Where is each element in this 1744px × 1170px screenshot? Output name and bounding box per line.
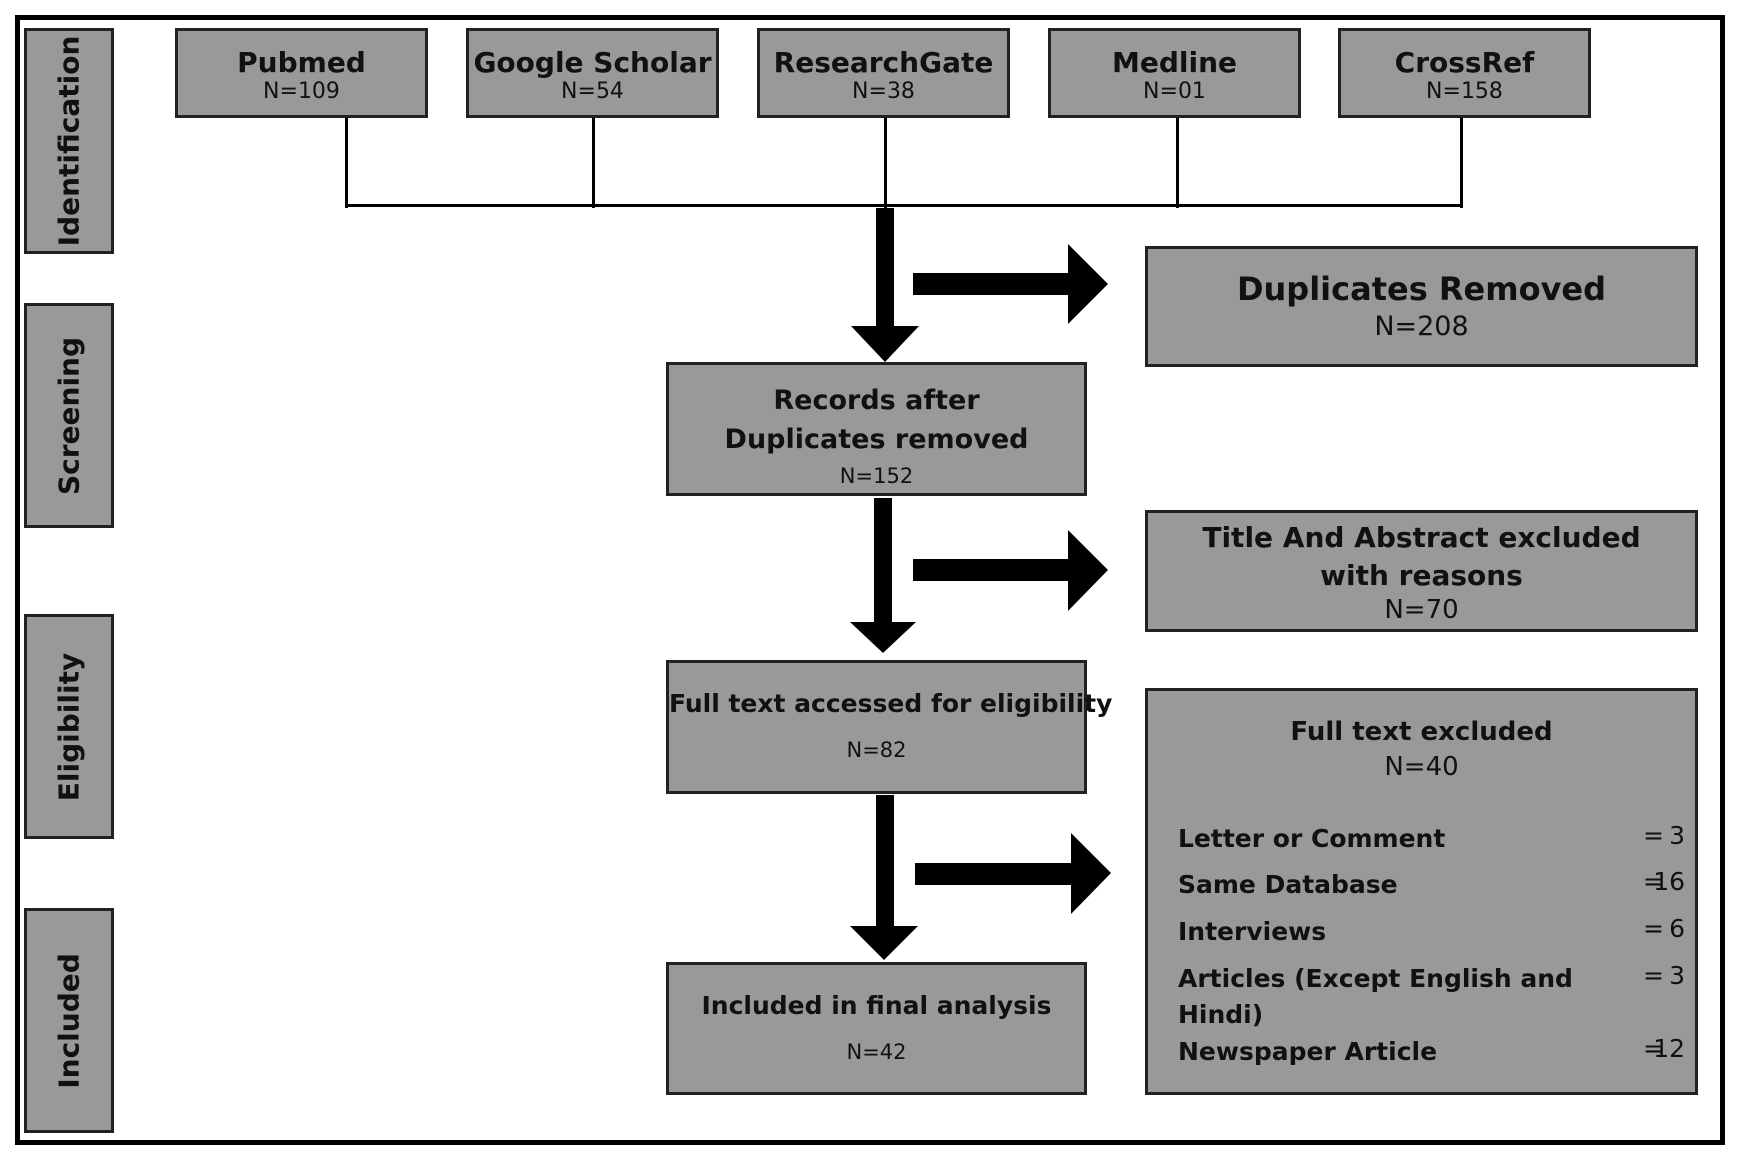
source-count: N=38 [852, 79, 915, 104]
full-text-accessed-box: Full text accessed for eligibility N=82 [666, 660, 1113, 794]
full-text-accessed-title: Full text accessed for eligibility [669, 689, 1113, 718]
exclusion-reason-label: Same Database [1178, 870, 1398, 899]
title-abstract-excluded-box: Title And Abstract excluded with reasons… [1145, 510, 1698, 632]
source-name: Pubmed [237, 46, 366, 79]
records-after-duplicates-count: N=152 [839, 464, 914, 488]
connector-medline [1176, 118, 1179, 208]
exclusion-reason-label: Interviews [1178, 917, 1327, 946]
duplicates-removed-title: Duplicates Removed [1236, 270, 1607, 308]
source-box-medline: Medline N=01 [1048, 28, 1301, 118]
exclusion-reason-value: 16 [1653, 867, 1685, 896]
right-arrow-2 [913, 530, 1108, 611]
full-text-excluded-title: Full text excluded [1290, 717, 1553, 747]
source-name: Medline [1111, 46, 1237, 79]
duplicates-removed-box: Duplicates Removed N=208 [1145, 246, 1698, 367]
stage-eligibility: Eligibility [24, 614, 114, 839]
stage-included: Included [24, 908, 114, 1133]
included-final-box: Included in final analysis N=42 [666, 962, 1087, 1095]
diagram-frame [15, 15, 1725, 1145]
records-after-duplicates-box: Records after Duplicates removed N=152 [666, 362, 1087, 496]
exclusion-reason-value: 12 [1653, 1034, 1685, 1063]
exclusion-reason-equals: = [1643, 961, 1664, 990]
exclusion-reason-value: 6 [1669, 914, 1685, 943]
stage-screening: Screening [24, 303, 114, 528]
source-box-pubmed: Pubmed N=109 [175, 28, 428, 118]
records-after-duplicates-title: Records after Duplicates removed [724, 385, 1029, 455]
source-count: N=109 [263, 79, 340, 104]
title-abstract-excluded-count: N=70 [1384, 595, 1459, 625]
full-text-accessed-count: N=82 [846, 738, 907, 762]
down-arrow-2 [850, 498, 916, 653]
exclusion-reason-equals: = [1643, 867, 1664, 896]
right-arrow-1 [913, 244, 1108, 324]
source-count: N=158 [1426, 79, 1503, 104]
exclusion-reason-equals: = [1643, 914, 1664, 943]
connector-crossref [1460, 118, 1463, 208]
exclusion-reason-equals: = [1643, 1034, 1664, 1063]
connector-google-scholar [592, 118, 595, 208]
source-box-crossref: CrossRef N=158 [1338, 28, 1591, 118]
exclusion-reason-value: 3 [1669, 961, 1685, 990]
duplicates-removed-count: N=208 [1374, 311, 1469, 342]
connector-horizontal [345, 204, 1463, 207]
stage-identification: Identification [24, 28, 114, 254]
connector-pubmed [345, 118, 348, 208]
full-text-excluded-box: Full text excluded N=40 Letter or Commen… [1145, 688, 1698, 1095]
connector-researchgate [884, 118, 887, 208]
title-abstract-excluded-title: Title And Abstract excluded with reasons [1202, 521, 1641, 592]
source-count: N=54 [561, 79, 624, 104]
source-count: N=01 [1143, 79, 1206, 104]
source-name: ResearchGate [773, 46, 994, 79]
exclusion-reason-label: Letter or Comment [1178, 824, 1446, 853]
source-name: CrossRef [1394, 46, 1535, 79]
exclusion-reason-label: Articles (Except English and Hindi) [1178, 964, 1573, 1029]
included-final-count: N=42 [846, 1040, 907, 1064]
down-arrow-3 [850, 795, 918, 960]
exclusion-reason-value: 3 [1669, 821, 1685, 850]
source-name: Google Scholar [473, 46, 712, 79]
source-box-google-scholar: Google Scholar N=54 [466, 28, 719, 118]
exclusion-reason-label: Newspaper Article [1178, 1037, 1438, 1066]
full-text-excluded-count: N=40 [1384, 752, 1459, 782]
right-arrow-3 [915, 833, 1111, 914]
included-final-title: Included in final analysis [701, 991, 1052, 1020]
source-box-researchgate: ResearchGate N=38 [757, 28, 1010, 118]
exclusion-reason-equals: = [1643, 821, 1664, 850]
down-arrow-1 [851, 208, 919, 362]
